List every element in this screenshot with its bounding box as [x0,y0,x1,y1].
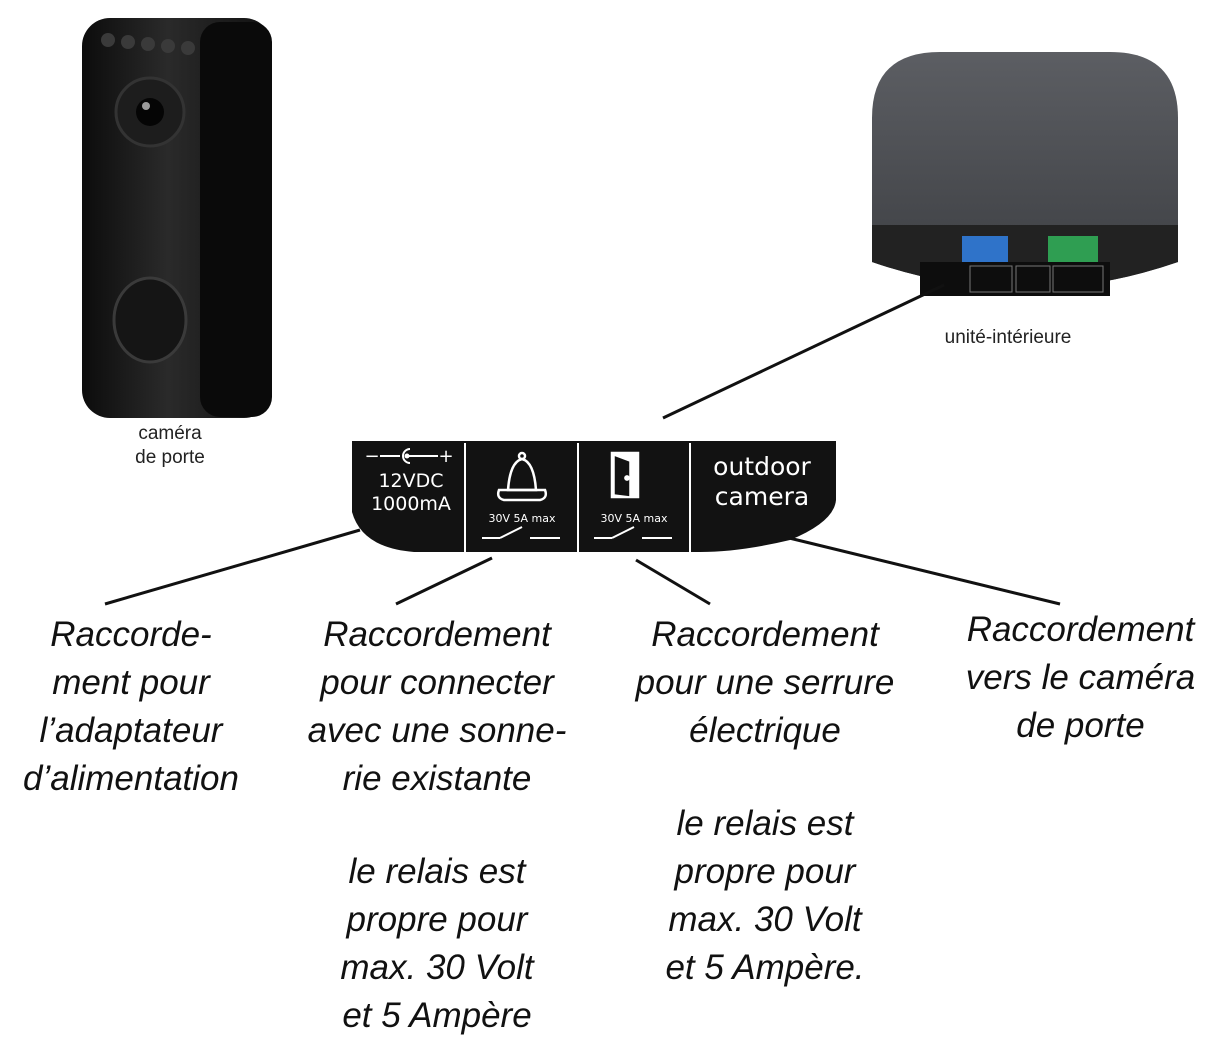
leader-lines [104,283,1061,606]
doorbell-button-icon [112,276,188,364]
callout-line: ment pour [52,663,210,702]
callout-line: de porte [1016,706,1145,745]
callout-line: Raccordement [966,610,1195,649]
callout-camera: Raccordement vers le caméra de porte [940,606,1221,750]
door-camera-caption: caméra de porte [100,422,240,470]
panel-outdoor-label: outdoor [713,452,811,481]
panel-camera-label: camera [715,482,809,511]
callout-lock-note: le relais est propre pour max. 30 Volt e… [604,800,926,992]
door-camera-caption-line: caméra [138,423,202,444]
blue-connector [962,236,1008,262]
dc-polarity-icon [402,448,411,464]
note-line: le relais est [676,804,854,843]
note-line: max. 30 Volt [668,900,862,939]
leader-lock [635,558,711,606]
callout-line: Raccorde- [50,615,212,654]
bell-icon [496,451,548,502]
panel-lock-section: 30V 5A max [594,451,672,539]
door-camera-device [82,18,272,418]
polarity-plus: + [438,446,453,467]
note-line: et 5 Ampère [342,996,532,1035]
callout-line: Raccordement [651,615,879,654]
callout-bell-note: le relais est propre pour max. 30 Volt e… [272,848,602,1040]
callout-line: Raccordement [323,615,551,654]
relay-switch-icon [594,526,672,539]
callout-bell: Raccordement pour connecter avec une son… [272,611,602,803]
note-line: et 5 Ampère. [665,948,865,987]
indoor-unit-caption: unité-intérieure [944,327,1072,348]
relay-switch-icon [482,526,560,539]
bell-rating: 30V 5A max [488,512,555,525]
callout-line: d’alimentation [23,759,239,798]
note-line: le relais est [348,852,526,891]
callout-line: rie existante [342,759,532,798]
door-camera-caption-line: de porte [135,447,205,468]
note-line: max. 30 Volt [340,948,534,987]
panel-camera-section: outdoor camera [713,452,811,511]
callout-line: pour connecter [320,663,554,702]
callout-line: électrique [689,711,841,750]
callout-power: Raccorde- ment pour l’adaptateur d’alime… [0,611,262,803]
callout-line: avec une sonne- [307,711,567,750]
indoor-unit-device [872,52,1178,296]
callout-line: l’adaptateur [39,711,223,750]
green-connector [1048,236,1098,262]
lock-rating: 30V 5A max [600,512,667,525]
note-line: propre pour [346,900,528,939]
polarity-minus: − [364,446,379,467]
leader-power [104,528,361,606]
leader-bell [395,556,493,606]
leader-camera [784,535,1061,606]
terminal-panel: − + 12VDC 1000mA 30V 5A max [352,441,836,552]
callout-lock: Raccordement pour une serrure électrique [604,611,926,755]
power-current: 1000mA [371,493,451,515]
callout-line: pour une serrure [635,663,895,702]
note-line: propre pour [674,852,856,891]
door-icon [610,451,640,499]
callout-line: vers le caméra [965,658,1196,697]
panel-bell-section: 30V 5A max [482,451,560,539]
panel-power-section: − + 12VDC 1000mA [364,446,453,515]
camera-leds [101,33,195,55]
power-voltage: 12VDC [378,470,443,492]
leader-indoor-unit [662,283,945,420]
